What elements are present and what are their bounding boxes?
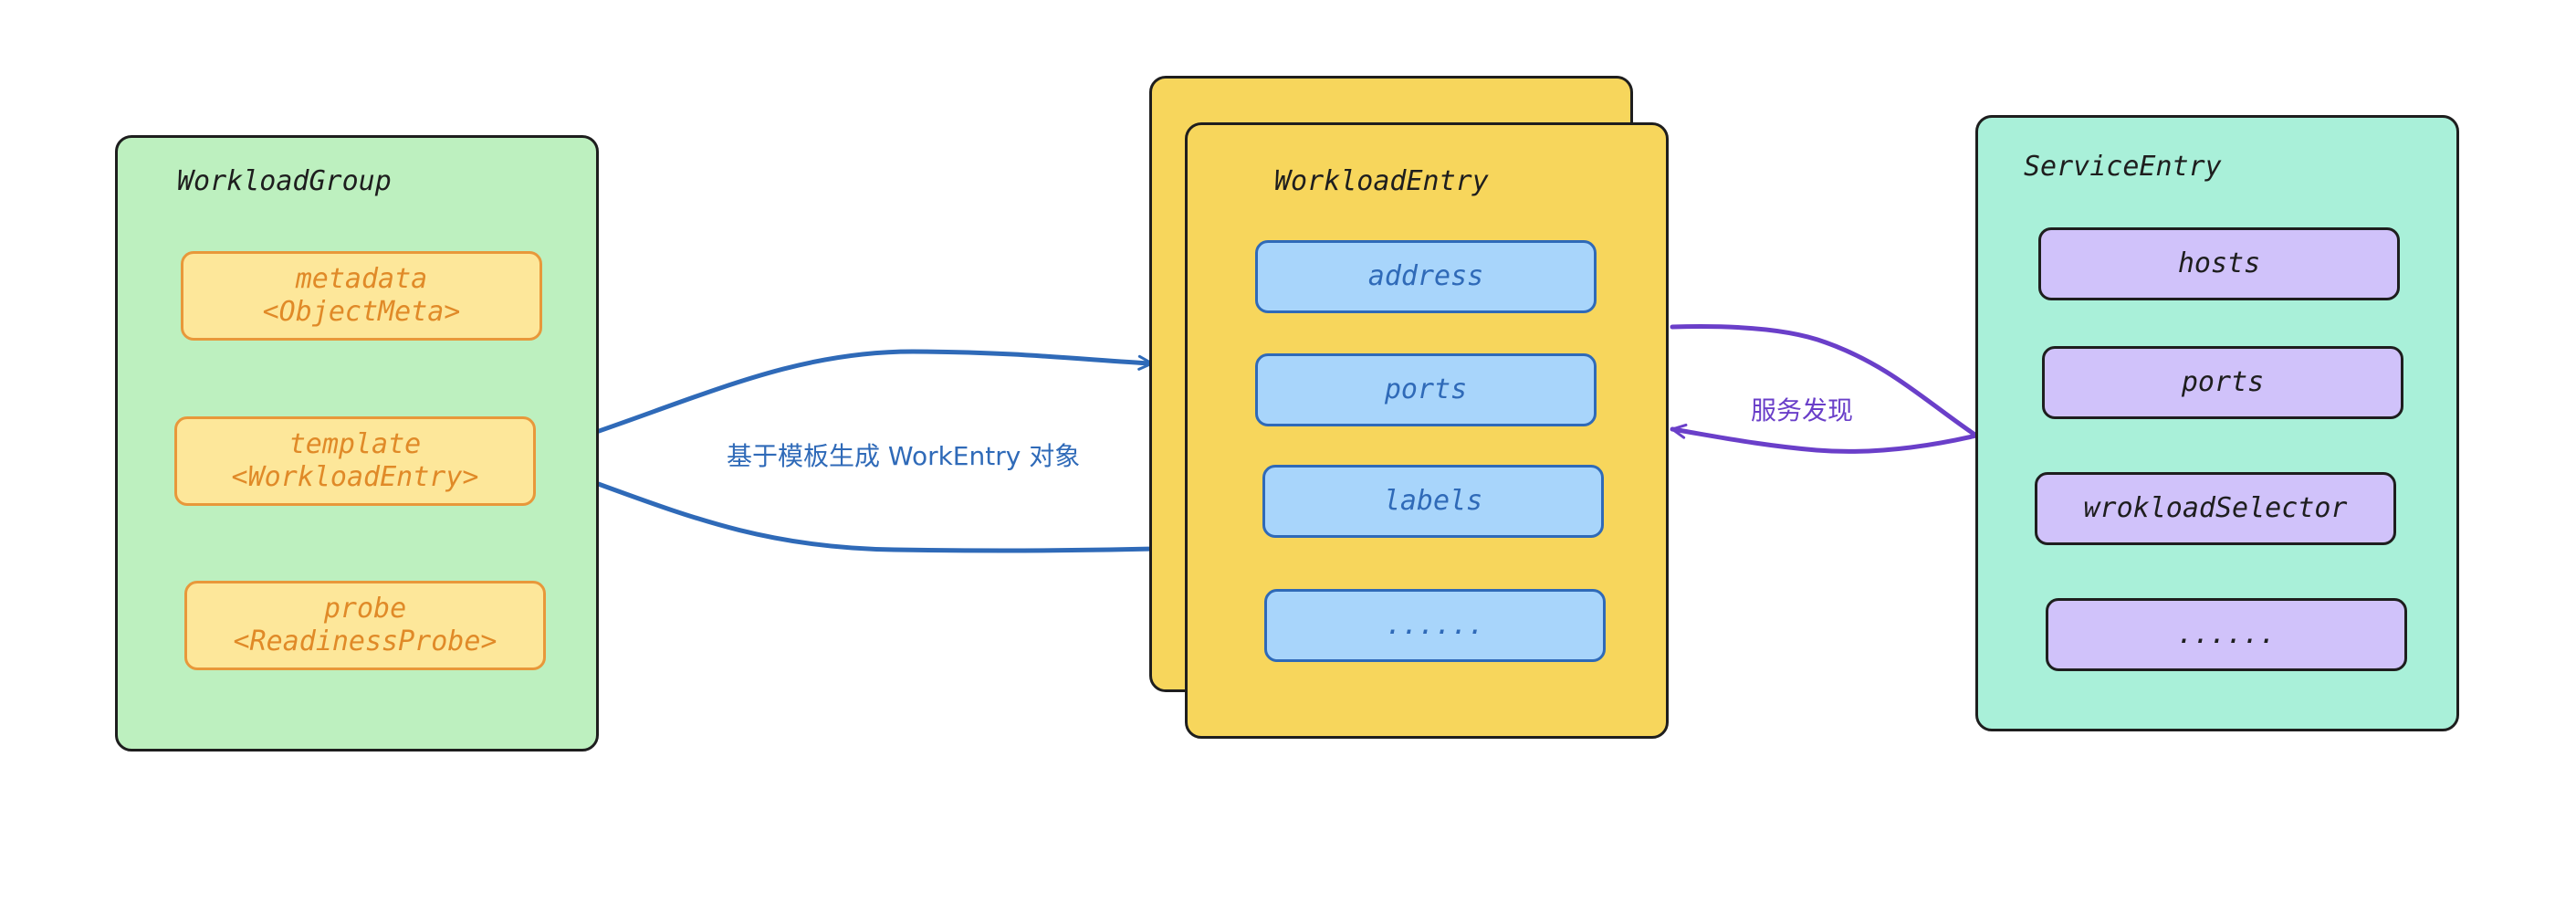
service-more-fields-placeholder[interactable]: ...... (2046, 598, 2407, 671)
template-field-name: template (288, 428, 422, 460)
workload-selector-field-label: wrokloadSelector (2083, 492, 2348, 524)
probe-field-name: probe (323, 593, 407, 625)
template-to-entry-upper-arrow (534, 349, 1155, 455)
probe-field-type: <ReadinessProbe> (233, 625, 497, 657)
labels-field[interactable]: labels (1262, 465, 1604, 538)
service-to-entry-arrow (1670, 423, 1979, 454)
workload-selector-field[interactable]: wrokloadSelector (2035, 472, 2396, 545)
labels-field-label: labels (1383, 485, 1483, 517)
hosts-field-label: hosts (2177, 247, 2261, 279)
workload-entry-container[interactable]: WorkloadEntry address ports labels .....… (1185, 122, 1669, 739)
template-to-entry-lower-arrow (539, 461, 1191, 556)
service-entry-container[interactable]: ServiceEntry hosts ports wrokloadSelecto… (1975, 115, 2459, 731)
probe-field[interactable]: probe <ReadinessProbe> (184, 581, 546, 670)
template-field[interactable]: template <WorkloadEntry> (174, 416, 536, 506)
address-field[interactable]: address (1255, 240, 1597, 313)
metadata-field-type: <ObjectMeta> (262, 296, 461, 328)
service-entry-title: ServiceEntry (2024, 151, 2222, 183)
workload-group-title: WorkloadGroup (177, 165, 392, 197)
metadata-field[interactable]: metadata <ObjectMeta> (181, 251, 542, 341)
service-discovery-edge-label: 服务发现 (1751, 395, 1854, 426)
metadata-field-name: metadata (295, 263, 428, 295)
ports-field-label: ports (1384, 373, 1468, 405)
more-fields-placeholder[interactable]: ...... (1264, 589, 1606, 662)
more-fields-label: ...... (1385, 609, 1485, 641)
ports-field[interactable]: ports (1255, 353, 1597, 426)
template-field-type: <WorkloadEntry> (231, 461, 479, 493)
hosts-field[interactable]: hosts (2038, 227, 2400, 300)
service-to-entry-upper-curve (1670, 324, 1979, 438)
service-ports-field[interactable]: ports (2042, 346, 2403, 419)
service-more-fields-label: ...... (2176, 618, 2277, 650)
template-edge-label: 基于模板生成 WorkEntry 对象 (727, 441, 1081, 471)
address-field-label: address (1367, 260, 1484, 292)
workload-entry-title: WorkloadEntry (1274, 165, 1489, 197)
service-ports-field-label: ports (2181, 366, 2265, 398)
workload-group-container[interactable]: WorkloadGroup metadata <ObjectMeta> temp… (115, 135, 599, 752)
